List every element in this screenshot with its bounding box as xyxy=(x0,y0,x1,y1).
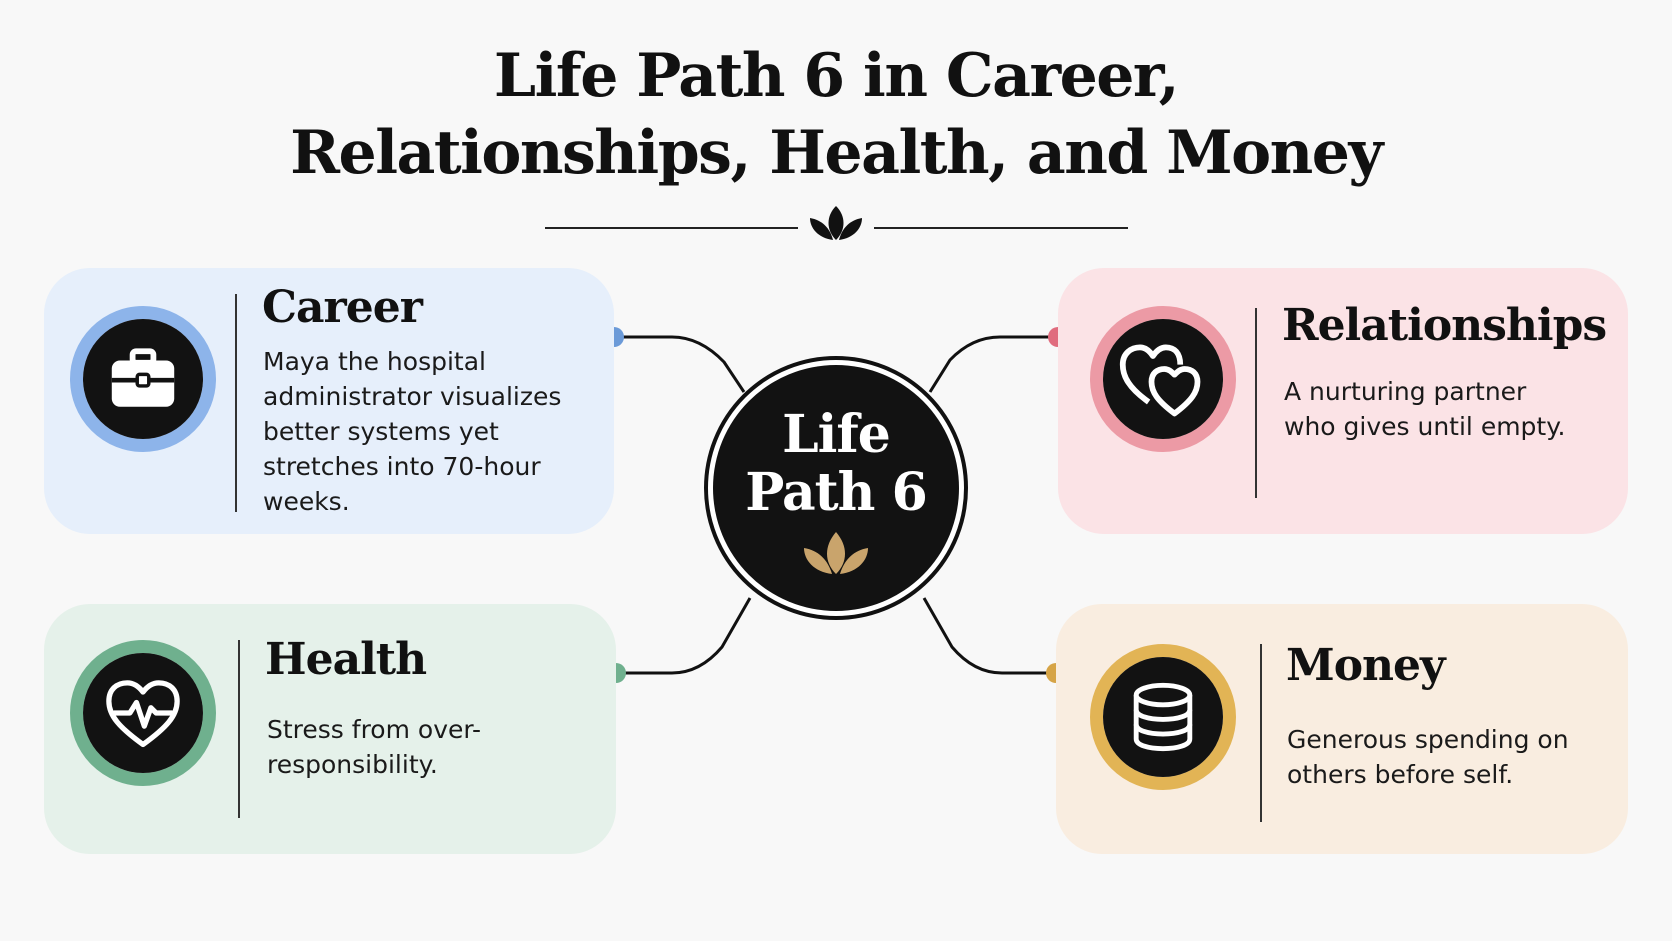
money-icon-ring xyxy=(1090,644,1236,790)
briefcase-icon xyxy=(111,348,175,407)
career-card: Career Maya the hospital administrator v… xyxy=(44,268,614,534)
center-label: Life Path 6 xyxy=(745,404,928,523)
career-text: Maya the hospital administrator visualiz… xyxy=(263,347,562,516)
relationships-title: Relationships xyxy=(1282,300,1607,351)
money-text: Generous spending on others before self. xyxy=(1287,725,1569,789)
money-title: Money xyxy=(1286,640,1446,691)
relationships-card: Relationships A nurturing partner who gi… xyxy=(1058,268,1628,534)
lotus-icon xyxy=(804,532,868,574)
health-card: Health Stress from over-responsibility. xyxy=(44,604,616,854)
coins-icon xyxy=(1133,682,1193,752)
page-title: Life Path 6 in Career, Relationships, He… xyxy=(0,38,1672,192)
health-icon-ring xyxy=(70,640,216,786)
title-line-2: Relationships, Health, and Money xyxy=(290,118,1383,188)
center-line-2: Path 6 xyxy=(745,462,928,523)
health-title: Health xyxy=(265,634,427,685)
career-icon-ring xyxy=(70,306,216,452)
money-card: Money Generous spending on others before… xyxy=(1056,604,1628,854)
relationships-icon-ring xyxy=(1090,306,1236,452)
title-line-1: Life Path 6 in Career, xyxy=(493,41,1180,111)
relationships-text: A nurturing partner who gives until empt… xyxy=(1284,377,1566,441)
title-divider xyxy=(545,206,1128,240)
lotus-ornament-icon xyxy=(810,206,862,240)
hearts-icon xyxy=(1119,344,1201,417)
center-line-1: Life xyxy=(782,404,891,465)
health-text: Stress from over-responsibility. xyxy=(267,715,482,779)
heartbeat-icon xyxy=(106,680,180,748)
career-title: Career xyxy=(262,282,423,333)
center-node: Life Path 6 xyxy=(704,356,968,620)
